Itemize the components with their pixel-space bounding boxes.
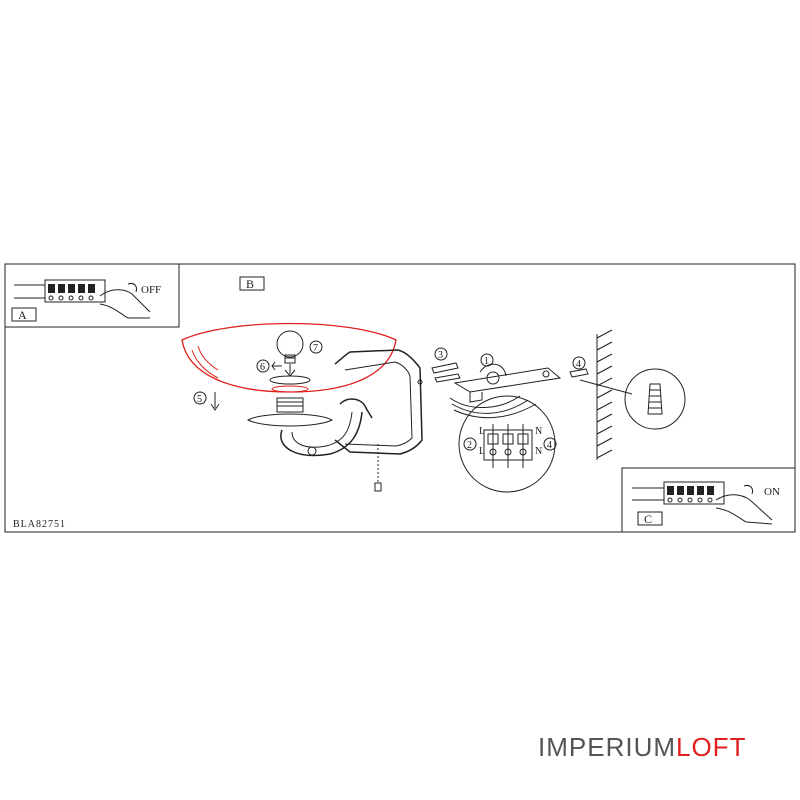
shade-ring-highlight [271,385,309,393]
svg-text:3: 3 [438,350,443,361]
terminal-block-icon [14,279,106,303]
screw-icon [431,362,461,383]
panel-a-label: A [18,308,27,322]
wall-backplate [334,349,423,455]
switch-off-label: OFF [141,284,161,296]
step-6-marker: 6 [256,359,270,373]
wall-plug-detail [624,368,686,430]
svg-text:1: 1 [484,356,489,367]
svg-text:4: 4 [576,359,581,370]
step-5-marker: 5 [193,391,207,405]
model-code: BLA82751 [13,519,66,530]
svg-text:2: 2 [467,440,472,451]
lamp-arm [246,397,373,457]
wires [449,395,537,419]
step-3-marker: 3 [434,347,448,361]
svg-text:6: 6 [260,362,265,373]
glass-shade [181,322,397,393]
svg-text:7: 7 [313,343,318,354]
main-frame [4,263,796,533]
hand-icon [99,289,151,319]
terminal-label-n: N [535,426,542,437]
step-1-marker: 1 [480,353,494,367]
terminal-label-l: L [479,426,485,437]
panel-c-label: C [644,512,652,526]
svg-text:5: 5 [197,394,202,405]
svg-text:4: 4 [547,440,552,451]
bulb-icon [276,330,304,364]
terminal-block-detail [458,395,556,493]
ground-marker: 4 [543,437,557,451]
switch-on-label: ON [764,486,780,498]
hand-icon [715,494,773,525]
screw-icon [542,368,589,378]
panel-c: C ON [621,467,796,533]
step-7-marker: 7 [309,340,323,354]
terminal-label-l: L [479,446,485,457]
watermark-part2: LOFT [676,732,747,762]
down-arrow-icon [210,392,220,411]
shade-ring [269,375,311,385]
rotate-arrow-icon [271,361,282,371]
step-2-marker: 2 [463,437,477,451]
step-4-marker: 4 [572,356,586,370]
panel-c-label-box [637,511,663,526]
rotate-arrow-icon [127,283,137,293]
mounting-bracket [453,363,562,403]
terminal-block-icon [632,481,725,505]
watermark: IMPERIUMLOFT [538,732,746,763]
panel-b-label-box [239,276,265,291]
terminal-label-n: N [535,446,542,457]
leader-line [579,379,633,395]
panel-a-label-box [11,307,37,322]
wall-hatching [596,329,613,460]
rotate-arrow-icon [743,485,753,495]
panel-a: A OFF [4,263,180,328]
watermark-part1: IMPERIUM [538,732,676,762]
panel-b-label: B [246,277,254,291]
pull-cord-end [374,482,382,492]
